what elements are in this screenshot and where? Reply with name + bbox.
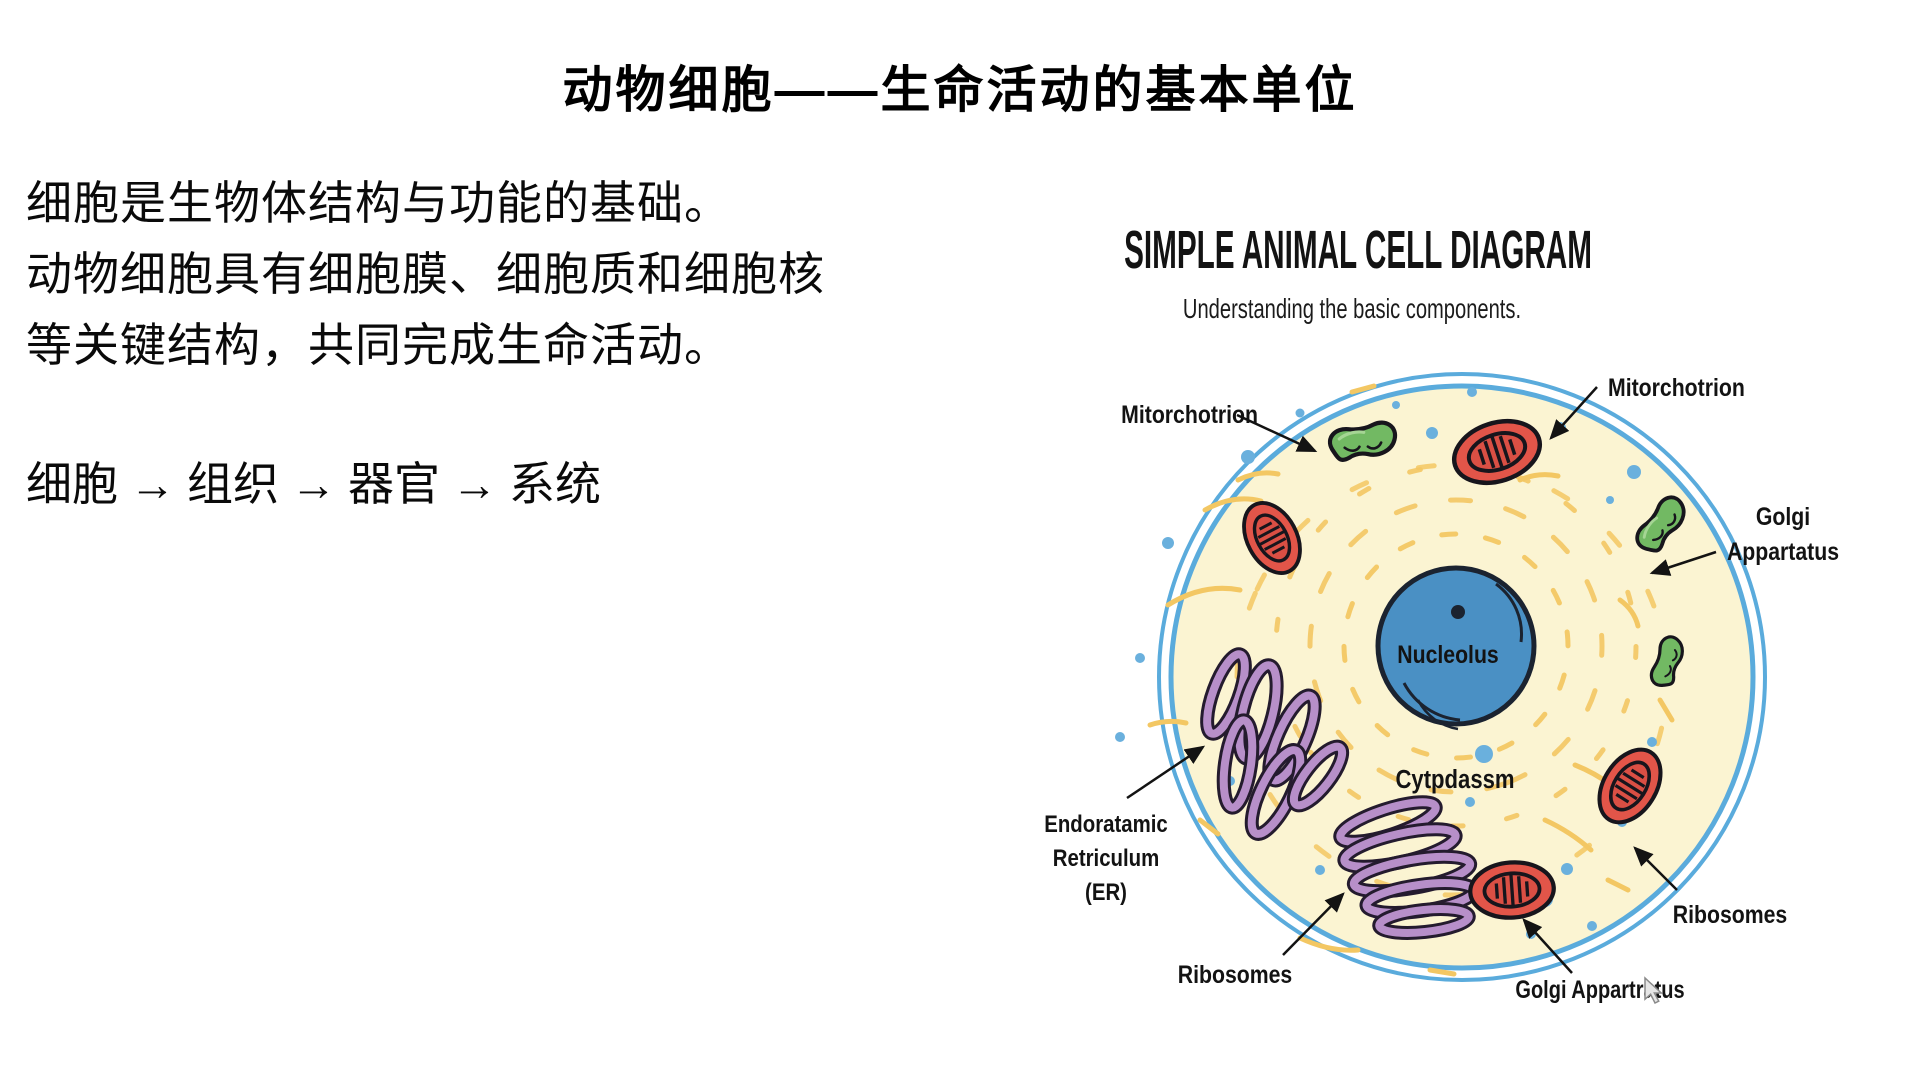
cytoplasm-label: Cytpdassm	[1395, 765, 1514, 794]
svg-text:Endoratamic: Endoratamic	[1044, 810, 1168, 837]
label-golgi-bottom: Golgi Appartratus	[1515, 976, 1684, 1004]
green-organelle-top	[1327, 420, 1398, 462]
pointer-mitochondrion-left	[1236, 413, 1318, 453]
intro-line-2: 动物细胞具有细胞膜、细胞质和细胞核	[26, 248, 825, 300]
pointer-golgi-bottom	[1522, 918, 1573, 974]
label-mitochondrion-left: Mitorchotrion	[1121, 400, 1258, 428]
animal-cell-diagram: SIMPLE ANIMAL CELL DIAGRAM Understanding…	[1044, 221, 1839, 1005]
mitochondrion-left	[1242, 501, 1302, 575]
svg-text:Appartatus: Appartatus	[1727, 537, 1839, 565]
mitochondrion-bottom	[1468, 860, 1556, 920]
label-golgi-right: Golgi Appartatus	[1727, 502, 1839, 565]
nucleolus-label: Nucleolus	[1397, 640, 1498, 668]
label-mitochondrion-right: Mitorchotrion	[1608, 373, 1745, 401]
mouse-cursor-icon	[1644, 976, 1664, 1005]
mitochondrion-right	[1597, 747, 1663, 825]
svg-text:(ER): (ER)	[1085, 878, 1127, 905]
cell-hierarchy-line: 细胞 → 组织 → 器官 → 系统	[26, 459, 601, 510]
pointer-ribosomes-right	[1633, 846, 1678, 891]
svg-text:Retriculum: Retriculum	[1053, 844, 1160, 871]
green-organelle-mid-right	[1649, 635, 1684, 687]
label-er: Endoratamic Retriculum (ER)	[1044, 810, 1168, 905]
intro-line-3: 等关键结构，共同完成生命活动。	[26, 319, 731, 371]
intro-line-1: 细胞是生物体结构与功能的基础。	[26, 177, 731, 229]
pointer-golgi-right	[1649, 550, 1717, 576]
intro-paragraph: 细胞是生物体结构与功能的基础。 动物细胞具有细胞膜、细胞质和细胞核 等关键结构，…	[26, 168, 825, 381]
mitochondrion-top	[1451, 418, 1543, 486]
nucleolus-dot	[1451, 605, 1465, 619]
cytoplasm-squiggles	[1147, 383, 1675, 977]
svg-text:Golgi: Golgi	[1756, 502, 1810, 530]
diagram-title: SIMPLE ANIMAL CELL DIAGRAM	[1124, 221, 1592, 280]
page-title: 动物细胞——生命活动的基本单位	[562, 62, 1358, 118]
pointer-er	[1126, 745, 1206, 800]
endoplasmic-reticulum	[1200, 647, 1481, 940]
pointer-lines	[1126, 386, 1717, 974]
label-ribosomes-right: Ribosomes	[1673, 900, 1787, 928]
nucleus: Nucleolus	[1375, 565, 1537, 731]
label-ribosomes-bottom: Ribosomes	[1178, 960, 1292, 988]
diagram-subtitle: Understanding the basic components.	[1183, 294, 1521, 325]
green-organelle-upper-right	[1635, 495, 1686, 553]
pointer-ribosomes-bottom	[1282, 892, 1345, 956]
pointer-mitochondrion-right	[1549, 386, 1598, 440]
